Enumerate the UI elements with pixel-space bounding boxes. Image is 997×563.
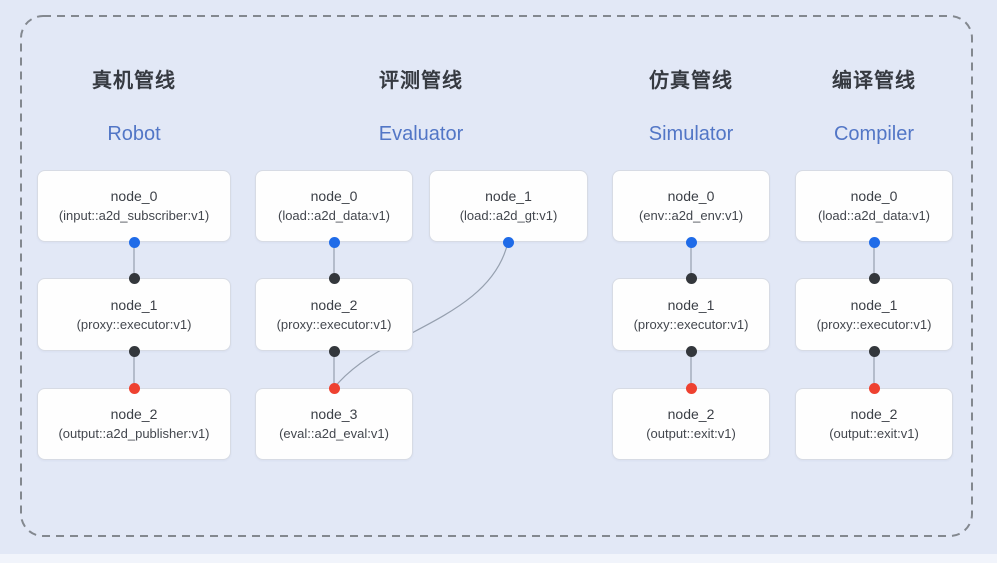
node-compiler-node0: node_0 (load::a2d_data:v1) [795,170,953,242]
node-type: (proxy::executor:v1) [276,316,392,332]
pipeline-title-en-robot: Robot [107,123,161,145]
node-evaluator-node0: node_0 (load::a2d_data:v1) [255,170,413,242]
proxy-port-dot [328,272,340,284]
pipeline-title-en-simulator: Simulator [648,123,734,145]
node-name: node_2 [110,406,158,423]
output-port-dot [868,236,880,248]
node-type: (env::a2d_env:v1) [638,208,744,224]
pipeline-title-zh-robot: 真机管线 [92,70,176,92]
node-evaluator-node2: node_2 (proxy::executor:v1) [255,278,413,351]
node-name: node_2 [850,406,898,423]
node-name: node_0 [850,188,898,205]
node-type: (proxy::executor:v1) [633,316,749,332]
proxy-port-dot [868,345,880,357]
pipeline-title-zh-evaluator: 评测管线 [379,70,463,92]
pipeline-title-zh-compiler: 编译管线 [832,70,916,92]
node-name: node_1 [850,296,898,313]
node-type: (eval::a2d_eval:v1) [279,426,389,442]
node-robot-node2: node_2 (output::a2d_publisher:v1) [37,388,231,460]
node-name: node_2 [667,406,715,423]
output-port-dot [128,236,140,248]
node-name: node_3 [310,406,358,423]
bottom-edge-fade [0,554,997,563]
output-port-dot [685,236,697,248]
node-simulator-node1: node_1 (proxy::executor:v1) [612,278,770,351]
node-type: (proxy::executor:v1) [76,316,192,332]
output-port-dot [328,236,340,248]
proxy-port-dot [128,345,140,357]
node-evaluator-node1: node_1 (load::a2d_gt:v1) [429,170,588,242]
node-simulator-node2: node_2 (output::exit:v1) [612,388,770,460]
proxy-port-dot [328,345,340,357]
proxy-port-dot [685,345,697,357]
node-type: (output::exit:v1) [829,426,919,442]
node-evaluator-node3: node_3 (eval::a2d_eval:v1) [255,388,413,460]
output-port-dot [502,236,514,248]
input-port-dot [328,382,340,394]
cross-connector-curve [333,241,509,389]
node-type: (output::exit:v1) [646,426,736,442]
node-compiler-node1: node_1 (proxy::executor:v1) [795,278,953,351]
pipeline-title-zh-simulator: 仿真管线 [649,70,733,92]
node-type: (input::a2d_subscriber:v1) [58,208,210,224]
node-name: node_0 [667,188,715,205]
node-type: (load::a2d_data:v1) [277,208,391,224]
node-name: node_0 [110,188,158,205]
node-type: (proxy::executor:v1) [816,316,932,332]
pipeline-title-en-evaluator: Evaluator [378,123,464,145]
proxy-port-dot [128,272,140,284]
input-port-dot [685,382,697,394]
node-simulator-node0: node_0 (env::a2d_env:v1) [612,170,770,242]
node-name: node_0 [310,188,358,205]
node-name: node_1 [667,296,715,313]
node-compiler-node2: node_2 (output::exit:v1) [795,388,953,460]
proxy-port-dot [685,272,697,284]
node-robot-node1: node_1 (proxy::executor:v1) [37,278,231,351]
input-port-dot [868,382,880,394]
node-type: (load::a2d_data:v1) [817,208,931,224]
pipeline-title-en-compiler: Compiler [833,123,915,145]
node-name: node_2 [310,296,358,313]
node-robot-node0: node_0 (input::a2d_subscriber:v1) [37,170,231,242]
node-name: node_1 [485,188,532,205]
dashed-container-border [20,15,973,537]
node-type: (output::a2d_publisher:v1) [58,426,210,442]
node-name: node_1 [110,296,158,313]
input-port-dot [128,382,140,394]
node-type: (load::a2d_gt:v1) [459,208,558,224]
proxy-port-dot [868,272,880,284]
